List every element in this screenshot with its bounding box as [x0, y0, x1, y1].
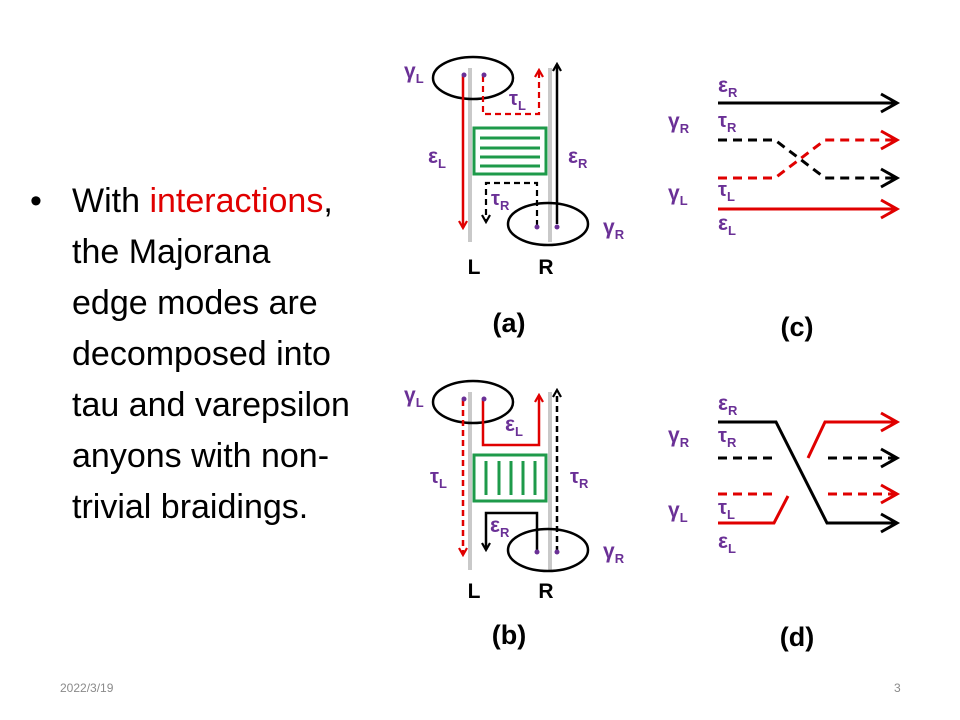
gamma-r-loop	[506, 527, 590, 573]
panel-label-b: (b)	[492, 620, 526, 650]
bullet-line-7: trivial braidings.	[72, 488, 309, 526]
label-tau-r-d: τR	[718, 425, 737, 450]
label-r-a: R	[538, 256, 553, 279]
panel-c: εR τR γR τL γL εL (c)	[668, 74, 901, 342]
label-tau-r-a: τR	[491, 188, 510, 213]
epsilon-r-line	[718, 420, 901, 534]
bullet-line-6: anyons with non-	[72, 437, 330, 475]
panel-label-d: (d)	[780, 622, 814, 652]
label-gamma-l-b: γL	[404, 384, 424, 410]
highlight-interactions: interactions	[149, 182, 324, 220]
label-l-b: L	[468, 580, 481, 603]
label-gamma-r-a: γR	[603, 216, 625, 242]
epsilon-l-line-1	[718, 495, 790, 525]
tau-r-line	[718, 138, 901, 189]
label-r-b: R	[538, 580, 553, 603]
label-l-a: L	[468, 256, 481, 279]
tau-r-arrow	[486, 181, 539, 226]
bullet-text: With interactions, the Majorana edge mod…	[72, 176, 390, 533]
label-epsilon-r-a: εR	[568, 145, 588, 171]
label-epsilon-r-b: εR	[490, 514, 510, 540]
label-tau-l-b: τL	[430, 466, 447, 491]
panel-d: εR τR γR τL γL εL (d)	[668, 392, 901, 652]
label-epsilon-l-d: εL	[718, 530, 736, 556]
panel-b: γL τL τR εL εR γR L R (b)	[404, 379, 625, 650]
label-tau-l-c: τL	[718, 179, 735, 204]
bullet-line-4: decomposed into	[72, 335, 331, 373]
label-gamma-l-d: γL	[668, 499, 688, 525]
bullet-dot: •	[30, 182, 42, 220]
gamma-r-loop	[506, 201, 590, 247]
panel-label-a: (a)	[493, 308, 526, 338]
epsilon-r-arrow	[486, 511, 539, 552]
label-epsilon-r-d: εR	[718, 392, 738, 418]
label-tau-r-b: τR	[570, 466, 589, 491]
label-tau-l-a: τL	[509, 88, 526, 113]
gamma-l-loop	[431, 55, 515, 101]
label-gamma-l-c: γL	[668, 182, 688, 208]
bullet-line-3: edge modes are	[72, 284, 318, 322]
tau-l-arrow	[481, 70, 539, 116]
bullet-line-5: tau and varepsilon	[72, 386, 350, 424]
panel-a: γL εL εR τL τR γR L R (a)	[404, 55, 625, 338]
gamma-l-loop	[431, 379, 515, 425]
label-epsilon-l-a: εL	[428, 145, 446, 171]
tau-l-line	[718, 129, 901, 180]
label-epsilon-l-b: εL	[505, 413, 523, 439]
footer-page-number: 3	[894, 681, 901, 695]
label-epsilon-l-c: εL	[718, 212, 736, 238]
epsilon-l-arrow	[481, 395, 539, 447]
label-gamma-r-c: γR	[668, 110, 690, 136]
label-gamma-l-a: γL	[404, 60, 424, 86]
label-epsilon-r-c: εR	[718, 74, 738, 100]
panel-label-c: (c)	[781, 312, 814, 342]
bullet-line-1: With interactions,	[72, 182, 333, 220]
label-gamma-r-d: γR	[668, 424, 690, 450]
footer-date: 2022/3/19	[60, 681, 114, 695]
label-tau-r-c: τR	[718, 110, 737, 135]
label-tau-l-d: τL	[718, 497, 735, 522]
label-gamma-r-b: γR	[603, 540, 625, 566]
bullet-point: • With interactions, the Majorana edge m…	[30, 176, 390, 533]
epsilon-l-line-2	[806, 411, 901, 459]
bullet-line-2: the Majorana	[72, 233, 271, 271]
